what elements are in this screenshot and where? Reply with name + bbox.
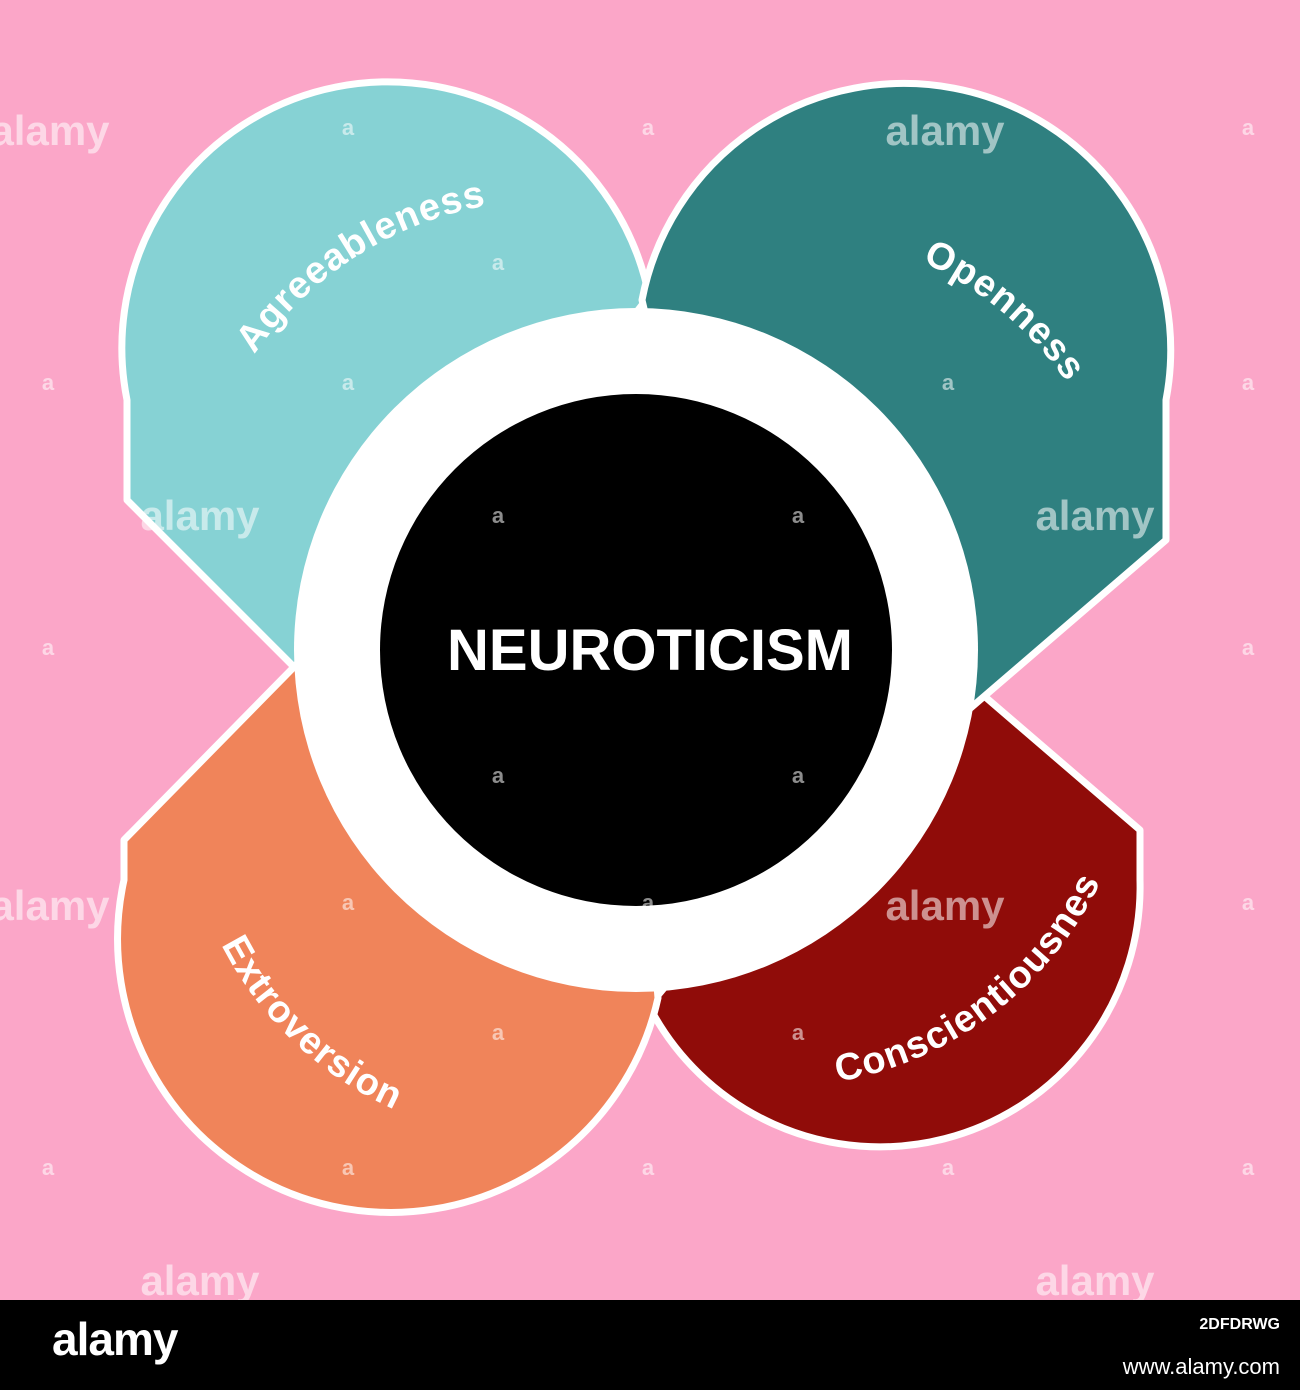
- petal-extroversion: [114, 611, 662, 1216]
- watermark: alamy: [1035, 492, 1155, 539]
- petal-conscientiousness: [645, 654, 1144, 1151]
- watermark-mark: a: [942, 370, 955, 395]
- watermark-mark: a: [1242, 890, 1255, 915]
- watermark-mark: a: [42, 370, 55, 395]
- site-url: www.alamy.com: [1122, 1354, 1280, 1379]
- watermark: alamy: [0, 107, 110, 154]
- image-id: 2DFDRWG: [1199, 1316, 1280, 1333]
- center-label: NEUROTICISM: [447, 618, 853, 683]
- watermark-mark: a: [1242, 635, 1255, 660]
- watermark-mark: a: [342, 115, 355, 140]
- watermark-mark: a: [342, 1155, 355, 1180]
- watermark-mark: a: [1242, 1155, 1255, 1180]
- watermark-mark: a: [642, 890, 655, 915]
- watermark-mark: a: [642, 1155, 655, 1180]
- alamy-logo: alamy: [52, 1313, 178, 1365]
- watermark-mark: a: [792, 503, 805, 528]
- watermark-mark: a: [492, 1020, 505, 1045]
- watermark-mark: a: [492, 763, 505, 788]
- watermark-mark: a: [42, 1155, 55, 1180]
- watermark-mark: a: [642, 370, 655, 395]
- watermark-mark: a: [42, 635, 55, 660]
- watermark-layer: alamy alamy alamy alamy alamy alamy alam…: [0, 107, 1255, 1300]
- watermark: alamy: [140, 1257, 260, 1300]
- watermark: alamy: [885, 882, 1005, 929]
- watermark-mark: a: [942, 1155, 955, 1180]
- watermark: alamy: [885, 107, 1005, 154]
- watermark-mark: a: [342, 890, 355, 915]
- watermark-mark: a: [492, 250, 505, 275]
- watermark-mark: a: [1242, 370, 1255, 395]
- center-circle: [380, 394, 892, 906]
- watermark-mark: a: [642, 115, 655, 140]
- watermark: alamy: [140, 492, 260, 539]
- watermark-mark: a: [492, 503, 505, 528]
- watermark-mark: a: [792, 1020, 805, 1045]
- stock-footer: alamy 2DFDRWG www.alamy.com: [0, 1300, 1300, 1390]
- diagram-canvas: Agreeableness Openness Extroversion Cons…: [0, 0, 1300, 1300]
- petal-agreeableness: [118, 78, 653, 709]
- watermark-mark: a: [1242, 115, 1255, 140]
- watermark: alamy: [0, 882, 110, 929]
- watermark: alamy: [1035, 1257, 1155, 1300]
- watermark-mark: a: [342, 370, 355, 395]
- watermark-mark: a: [792, 763, 805, 788]
